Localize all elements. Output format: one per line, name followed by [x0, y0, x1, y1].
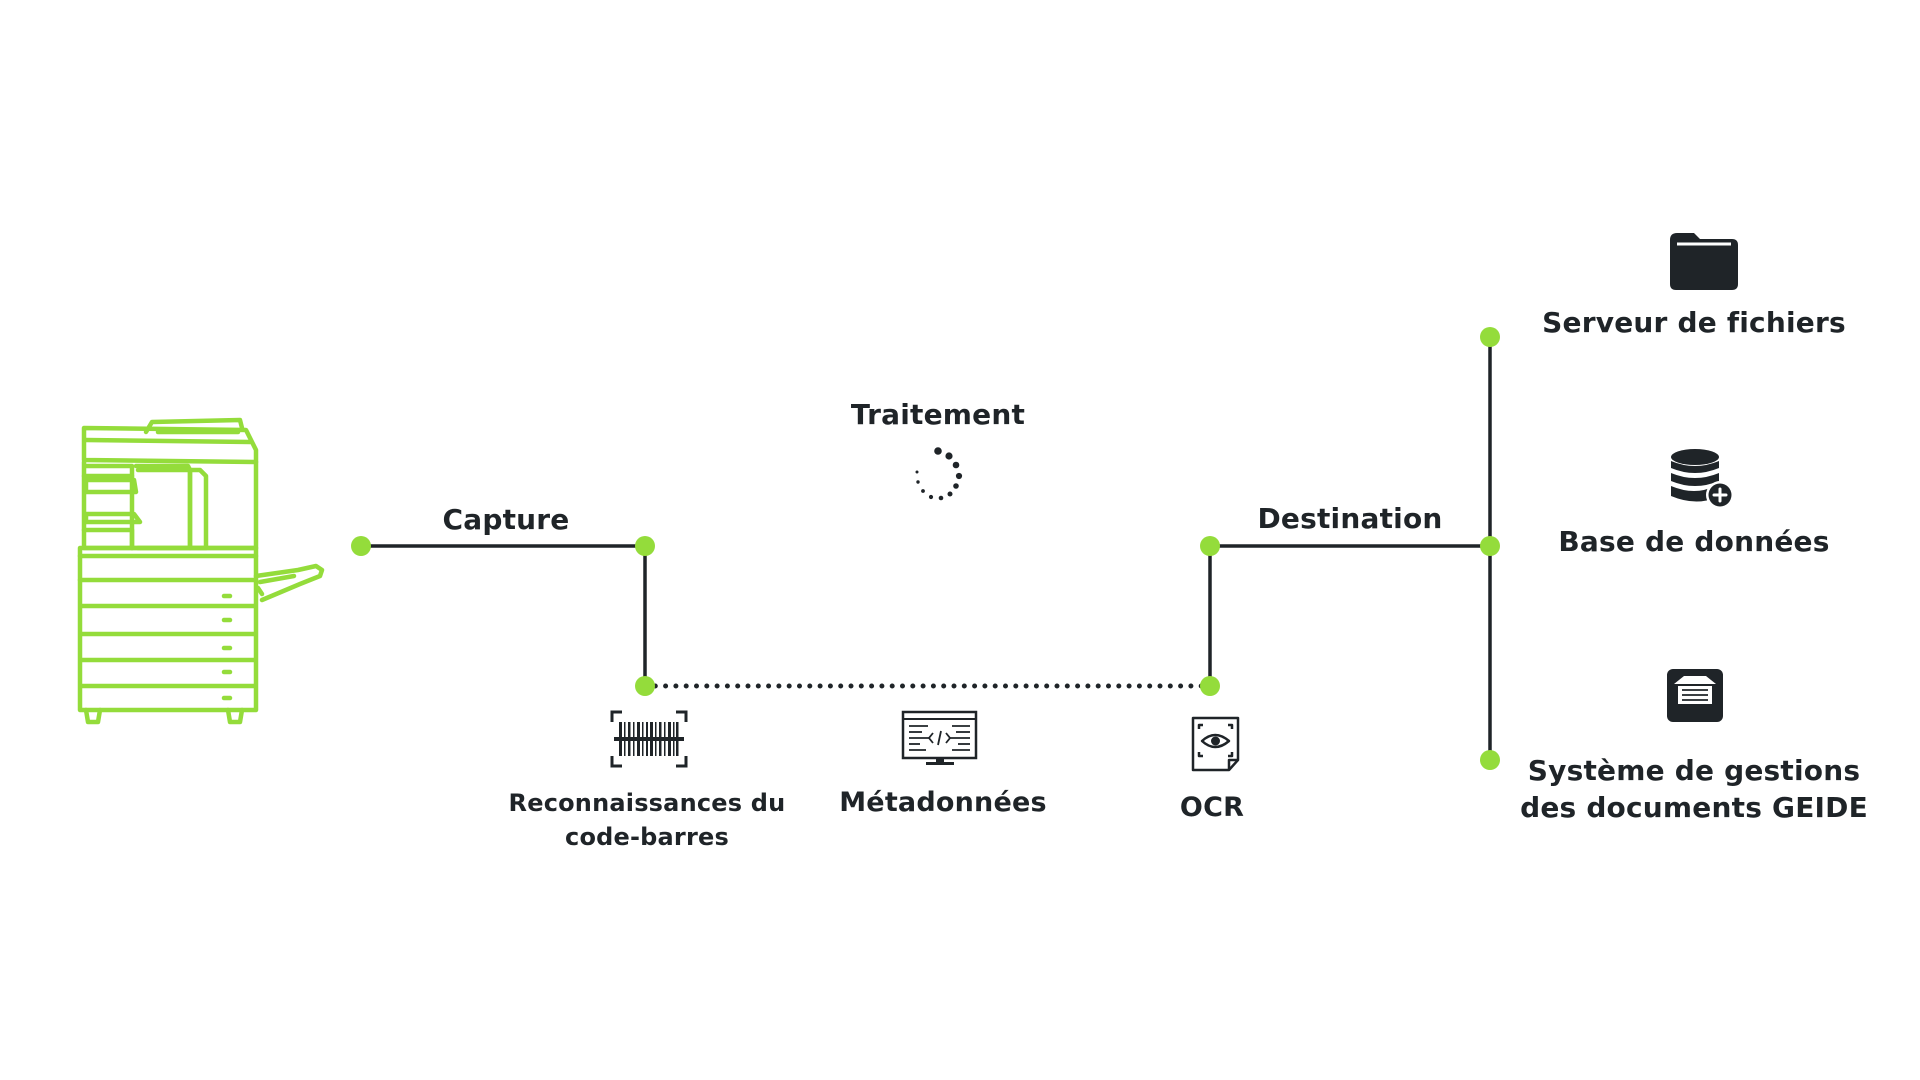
capture-label: Capture — [442, 503, 570, 536]
destination-line — [1208, 544, 1490, 686]
dms-label: Système de gestions des documents GEIDE — [1520, 752, 1868, 826]
barcode-label-line2: code-barres — [565, 823, 729, 851]
code-monitor-icon — [901, 710, 978, 765]
barcode-scan-icon — [610, 710, 688, 768]
node-barcode — [635, 676, 655, 696]
ocr-label: OCR — [1179, 792, 1245, 823]
processing-label: Traitement — [850, 398, 1026, 431]
printer-icon — [77, 417, 325, 725]
barcode-label: Reconnaissances du code-barres — [509, 786, 786, 854]
barcode-label-line1: Reconnaissances du — [508, 789, 786, 817]
metadata-label: Métadonnées — [839, 787, 1047, 818]
node-dms — [1480, 750, 1500, 770]
nodes — [351, 327, 1500, 770]
database-add-icon — [1671, 449, 1734, 509]
node-capture-start — [351, 536, 371, 556]
destination-label: Destination — [1257, 502, 1443, 535]
node-capture-end — [635, 536, 655, 556]
file-server-label: Serveur de fichiers — [1542, 306, 1846, 339]
dms-label-line2: des documents GEIDE — [1520, 791, 1868, 824]
node-destination-start — [1200, 536, 1220, 556]
node-database — [1480, 536, 1500, 556]
capture-line — [361, 544, 647, 686]
archive-box-icon — [1667, 669, 1723, 722]
database-label: Base de données — [1558, 525, 1830, 558]
node-file-server — [1480, 327, 1500, 347]
loading-spinner-icon — [915, 447, 963, 501]
node-ocr — [1200, 676, 1220, 696]
dms-label-line1: Système de gestions — [1527, 754, 1861, 787]
folder-icon — [1670, 233, 1738, 290]
ocr-eye-document-icon — [1191, 716, 1240, 772]
